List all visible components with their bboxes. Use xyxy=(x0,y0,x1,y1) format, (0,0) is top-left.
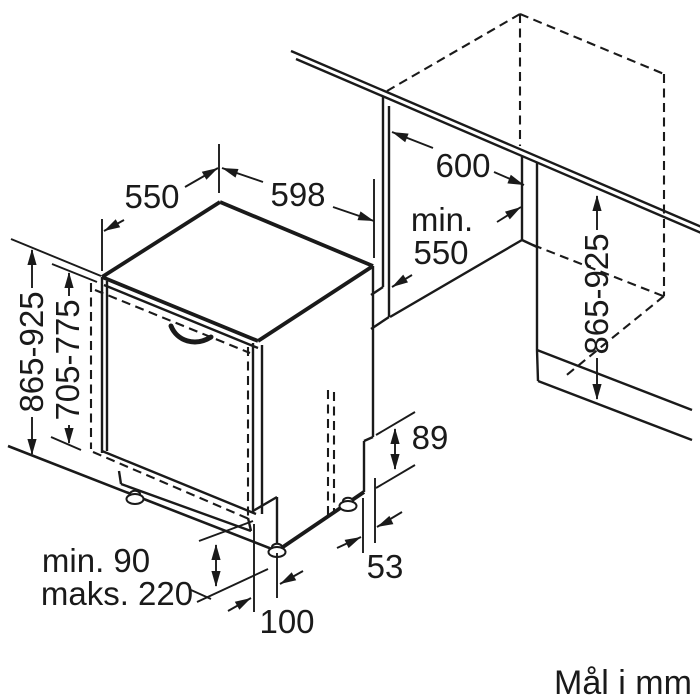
label-door-height: 705-775 xyxy=(49,299,86,420)
label-front-foot-inset: 100 xyxy=(259,603,314,640)
label-appliance-height: 865-925 xyxy=(13,291,50,412)
label-niche-width: 600 xyxy=(435,147,490,184)
label-top-depth: 550 xyxy=(124,178,179,215)
door-handle xyxy=(168,323,214,345)
label-niche-height: 865-925 xyxy=(578,233,615,354)
units-note: Mål i mm xyxy=(554,664,692,700)
label-top-width: 598 xyxy=(270,176,325,213)
dashed-lines xyxy=(89,13,666,520)
adjustable-feet xyxy=(125,489,358,558)
label-plinth-min: min. 90 xyxy=(42,542,150,579)
label-niche-depth-value: 550 xyxy=(413,234,468,271)
label-rear-step-depth: 53 xyxy=(367,548,404,585)
arrowheads xyxy=(27,132,602,610)
label-plinth-max: maks. 220 xyxy=(41,575,193,612)
dimension-labels: 550 598 600 min. 550 865-925 865-925 705… xyxy=(13,147,692,700)
label-niche-depth-min: min. xyxy=(411,201,473,238)
label-rear-step-height: 89 xyxy=(412,419,449,456)
niche-outline xyxy=(290,49,700,442)
appliance-outline xyxy=(7,200,375,553)
